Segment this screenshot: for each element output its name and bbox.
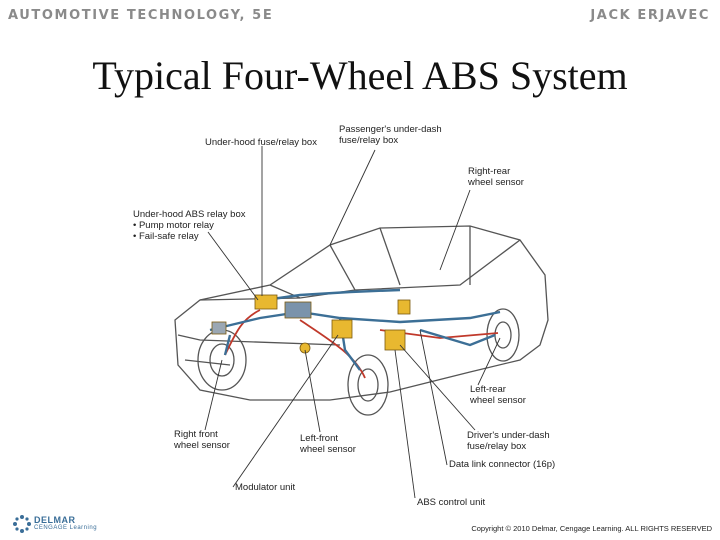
label-right-rear-sensor: Right-rear wheel sensor (468, 166, 524, 188)
page-title: Typical Four-Wheel ABS System (92, 53, 628, 98)
label-abs-relay-item1: • Pump motor relay (133, 220, 214, 231)
label-driver-fuse-box: Driver's under-dash fuse/relay box (467, 430, 550, 452)
label-right-rear-line2: wheel sensor (468, 177, 524, 188)
label-abs-relay-box: Under-hood ABS relay box • Pump motor re… (133, 209, 245, 242)
logo-subtext: CENGAGE Learning (34, 525, 98, 531)
label-left-rear-line2: wheel sensor (470, 395, 526, 406)
car-outline (174, 225, 549, 401)
components (211, 294, 411, 354)
label-right-front-sensor: Right front wheel sensor (174, 429, 230, 451)
label-left-rear-line1: Left-rear (470, 384, 506, 395)
delmar-logo-icon (13, 515, 31, 533)
label-right-front-line2: wheel sensor (174, 440, 230, 451)
wheels (197, 308, 520, 416)
label-left-front-line1: Left-front (300, 433, 339, 444)
label-abs-control-unit: ABS control unit (417, 497, 486, 508)
label-data-link-connector: Data link connector (16p) (449, 459, 556, 470)
logo-text: DELMAR (34, 515, 76, 525)
label-underhood-fuse-box: Under-hood fuse/relay box (205, 137, 317, 148)
label-right-front-line1: Right front (174, 429, 218, 440)
label-left-rear-sensor: Left-rear wheel sensor (470, 384, 526, 406)
label-modulator-unit: Modulator unit (235, 482, 296, 493)
course-title: AUTOMOTIVE TECHNOLOGY, 5E (8, 8, 274, 23)
label-driver-fuse-line1: Driver's under-dash (467, 430, 550, 441)
author-name: JACK ERJAVEC (590, 8, 710, 23)
label-driver-fuse-line2: fuse/relay box (467, 441, 527, 452)
label-passenger-fuse-box: Passenger's under-dash fuse/relay box (339, 124, 442, 146)
wiring-harness (209, 288, 501, 371)
label-abs-relay-item2: • Fail-safe relay (133, 231, 199, 242)
leader-lines (204, 146, 501, 499)
label-passenger-fuse-line2: fuse/relay box (339, 135, 399, 146)
copyright-notice: Copyright © 2010 Delmar, Cengage Learnin… (471, 524, 712, 533)
label-abs-relay-title: Under-hood ABS relay box (133, 209, 246, 220)
label-right-rear-line1: Right-rear (468, 166, 511, 177)
label-left-front-sensor: Left-front wheel sensor (300, 433, 356, 455)
label-passenger-fuse-line1: Passenger's under-dash (339, 124, 442, 135)
label-left-front-line2: wheel sensor (300, 444, 356, 455)
